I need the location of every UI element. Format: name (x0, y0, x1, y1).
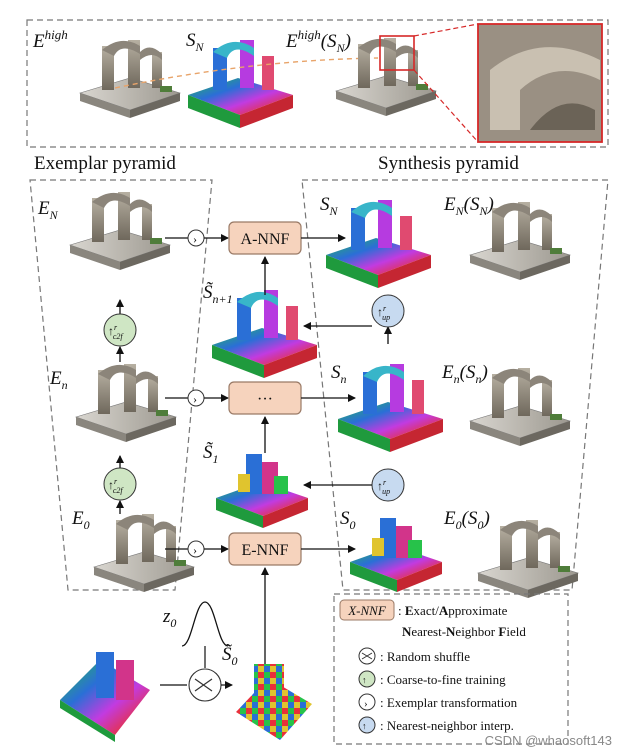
z-0-label: z0 (162, 606, 176, 630)
synthesis-pyramid-outline (301, 179, 609, 591)
e-0-label: E0 (71, 508, 90, 532)
s-n-label: SN (320, 194, 339, 218)
zoom-line-top (413, 23, 479, 37)
esmall-n-sn-label: En(Sn) (441, 362, 488, 386)
exemplar-pyramid-title: Exemplar pyramid (34, 153, 176, 174)
legend-transform-icon-glyph: › (364, 698, 368, 710)
s-tilde-n1-label: S̃n+1 (203, 282, 233, 306)
legend-transform-text: : Exemplar transformation (380, 695, 518, 710)
s-0-image (350, 518, 442, 592)
s-small-n-image (338, 364, 443, 452)
legend-nn-interp-icon-glyph: ↑ (362, 721, 367, 731)
legend-xnnf-desc-line1: : Exact/Approximate (398, 603, 508, 618)
legend-nn-interp-text: : Nearest-neighbor interp. (380, 718, 514, 733)
s-tilde-1-label: S̃1 (203, 442, 219, 466)
transform-icon-bottom-glyph: › (193, 543, 197, 557)
zoom-source-box (379, 35, 415, 71)
transform-icon-top-glyph: › (193, 232, 197, 246)
legend-transform-icon (358, 693, 376, 711)
shuffle-icon-glyph (194, 678, 213, 692)
e-high-label: Ehigh (32, 27, 68, 52)
e-0-image (93, 513, 195, 593)
e-small-n-image (75, 363, 177, 443)
legend-shuffle-icon-glyph (361, 652, 373, 660)
s-0-label: S0 (340, 508, 356, 532)
synthesis-pyramid-title: Synthesis pyramid (378, 153, 519, 174)
s-n-top-label: SN (186, 30, 205, 54)
gaussian-curve (181, 601, 229, 647)
legend-shuffle-text: : Random shuffle (380, 649, 470, 664)
legend-c2f-icon-glyph: ↑ (362, 675, 367, 685)
initial-field-image (60, 652, 150, 742)
legend-frame (333, 593, 569, 745)
zoom-line-bottom (413, 69, 479, 143)
watermark: CSDN @whaosoft143 (485, 733, 612, 748)
legend-xnnf-box-label: X-NNF (347, 603, 387, 618)
exemplar-pyramid-outline (29, 179, 213, 591)
legend-xnnf-box (339, 599, 395, 621)
zoom-detail-arch (490, 47, 600, 131)
legend-c2f-text: : Coarse-to-fine training (380, 672, 506, 687)
e0-s0-label: E0(S0) (443, 508, 490, 532)
e-high-sn-label: Ehigh(SN) (285, 27, 351, 55)
s-small-n-label: Sn (331, 362, 347, 386)
s-tilde-1-image (216, 454, 308, 528)
en-sn-label: EN(SN) (443, 194, 494, 218)
mid-box-label: ··· (257, 391, 273, 408)
s-tilde-0-label: S̃0 (222, 644, 238, 668)
top-panel-frame (26, 19, 609, 148)
enff-box-label: E-NNF (241, 542, 288, 559)
transform-icon-mid-glyph: › (193, 392, 197, 406)
e-small-n-label: En (49, 368, 68, 392)
e-n-image (69, 191, 171, 271)
zoom-detail-shadow (530, 103, 595, 130)
s-tilde-0-image (236, 664, 312, 740)
e0-s0-image (477, 519, 579, 599)
e-n-label: EN (37, 198, 59, 222)
legend-c2f-icon (358, 670, 376, 688)
shuffle-icon (188, 668, 222, 702)
legend-nn-interp-icon (358, 716, 376, 734)
e-high-image (79, 39, 181, 119)
s-n-top-image (188, 40, 293, 128)
anff-box-label: A-NNF (241, 231, 290, 248)
nn-interp-icon-top (371, 294, 405, 328)
legend-xnnf-desc-line2: Nearest-Neighbor Field (402, 624, 526, 639)
s-n-image (326, 200, 431, 288)
